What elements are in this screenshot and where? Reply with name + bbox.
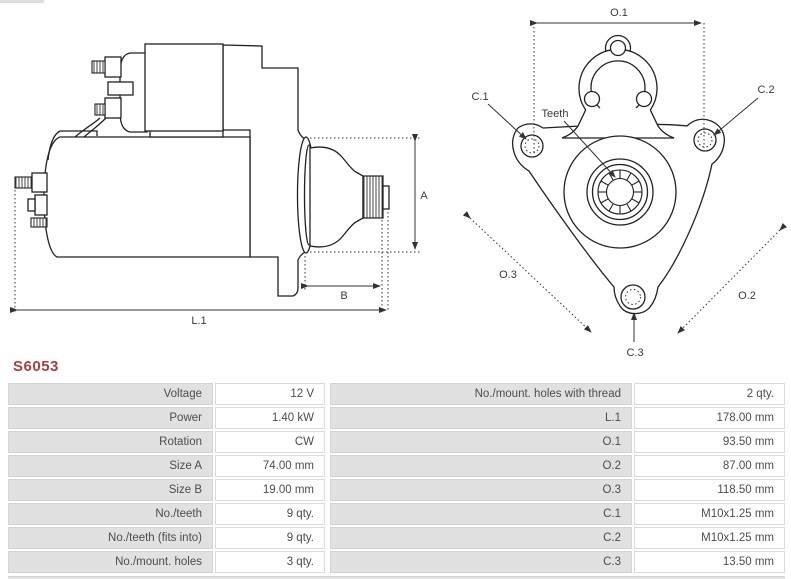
spec-column-right: No./mount. holes with thread 2 qty. L.1 … — [330, 383, 785, 575]
spec-value: 9 qty. — [215, 527, 325, 549]
starter-side-view-diagram: A B L.1 — [10, 43, 428, 327]
spec-row: C.2 M10x1.25 mm — [330, 527, 785, 549]
spec-row: Power 1.40 kW — [8, 407, 325, 429]
pinion-gear — [362, 175, 390, 219]
spec-label: C.3 — [330, 551, 632, 573]
dimension-a: A — [310, 134, 428, 253]
spec-label: O.1 — [330, 431, 632, 453]
spec-label: Size B — [8, 479, 213, 501]
callout-c2-label: C.2 — [757, 84, 774, 96]
spec-value: M10x1.25 mm — [634, 527, 785, 549]
spec-row: No./teeth 9 qty. — [8, 503, 325, 525]
spec-value: 3 qty. — [215, 551, 325, 573]
pinion-teeth-front — [597, 169, 643, 215]
spec-label: Power — [8, 407, 213, 429]
spec-value: 9 qty. — [215, 503, 325, 525]
spec-label: No./mount. holes — [8, 551, 213, 573]
solenoid — [74, 43, 224, 138]
spec-row: Rotation CW — [8, 431, 325, 453]
callout-c1-label: C.1 — [471, 91, 488, 103]
spec-row: O.1 93.50 mm — [330, 431, 785, 453]
spec-label: C.1 — [330, 503, 632, 525]
callout-teeth-label: Teeth — [542, 108, 569, 120]
spec-label: O.3 — [330, 479, 632, 501]
callout-c3: C.3 — [626, 312, 644, 359]
solenoid-front-bell — [561, 34, 675, 139]
spec-label: No./teeth (fits into) — [8, 527, 213, 549]
spec-value: 2 qty. — [634, 383, 785, 405]
dimension-l1: L.1 — [10, 190, 387, 327]
callout-teeth: Teeth — [542, 108, 616, 178]
spec-value: 19.00 mm — [215, 479, 325, 501]
spec-value: M10x1.25 mm — [634, 503, 785, 525]
dimension-o1: O.1 — [530, 7, 705, 152]
dim-b-label: B — [340, 290, 347, 302]
spec-column-left: Voltage 12 V Power 1.40 kW Rotation CW S… — [8, 383, 325, 575]
spec-value: 87.00 mm — [634, 455, 785, 477]
dim-o3-label: O.3 — [499, 269, 517, 281]
scan-artifact — [0, 0, 44, 3]
spec-row: Size A 74.00 mm — [8, 455, 325, 477]
spec-row: No./teeth (fits into) 9 qty. — [8, 527, 325, 549]
spec-label: Voltage — [8, 383, 213, 405]
mounting-holes — [520, 128, 717, 310]
dimension-o2: O.2 — [677, 222, 788, 334]
spec-value: 93.50 mm — [634, 431, 785, 453]
spec-label: C.2 — [330, 527, 632, 549]
spec-table: Voltage 12 V Power 1.40 kW Rotation CW S… — [8, 383, 785, 575]
spec-label: No./teeth — [8, 503, 213, 525]
spec-value: 13.50 mm — [634, 551, 785, 573]
callout-c3-label: C.3 — [626, 347, 643, 359]
motor-body — [43, 130, 251, 258]
spec-label: L.1 — [330, 407, 632, 429]
spec-value: 118.50 mm — [634, 479, 785, 501]
dim-o1-label: O.1 — [610, 7, 628, 19]
spec-row: No./mount. holes 3 qty. — [8, 551, 325, 573]
dim-o2-label: O.2 — [738, 290, 756, 302]
spec-row: No./mount. holes with thread 2 qty. — [330, 383, 785, 405]
table-next-row-sliver — [8, 576, 785, 579]
spec-row: O.2 87.00 mm — [330, 455, 785, 477]
spec-row: C.3 13.50 mm — [330, 551, 785, 573]
spec-value: 1.40 kW — [215, 407, 325, 429]
callout-c1: C.1 — [471, 91, 527, 140]
callout-c2: C.2 — [713, 84, 775, 136]
dim-l1-label: L.1 — [191, 315, 206, 327]
spec-value: 178.00 mm — [634, 407, 785, 429]
spec-row: O.3 118.50 mm — [330, 479, 785, 501]
drive-end-bracket — [222, 44, 306, 297]
spec-value: 12 V — [215, 383, 325, 405]
dimension-b: B — [301, 212, 389, 312]
mount-studs — [14, 172, 48, 228]
spec-row: Size B 19.00 mm — [8, 479, 325, 501]
spec-row: C.1 M10x1.25 mm — [330, 503, 785, 525]
spec-value: CW — [215, 431, 325, 453]
part-number: S6053 — [13, 358, 59, 375]
starter-front-view-diagram: O.1 O.3 O.2 C.1 C.2 Teeth C.3 — [462, 7, 788, 359]
dim-a-label: A — [420, 190, 428, 202]
nose-cone — [309, 146, 364, 248]
spec-label: O.2 — [330, 455, 632, 477]
spec-row: L.1 178.00 mm — [330, 407, 785, 429]
spec-row: Voltage 12 V — [8, 383, 325, 405]
spec-label: Rotation — [8, 431, 213, 453]
dimension-o3: O.3 — [462, 211, 592, 333]
spec-value: 74.00 mm — [215, 455, 325, 477]
spec-label: No./mount. holes with thread — [330, 383, 632, 405]
spec-label: Size A — [8, 455, 213, 477]
